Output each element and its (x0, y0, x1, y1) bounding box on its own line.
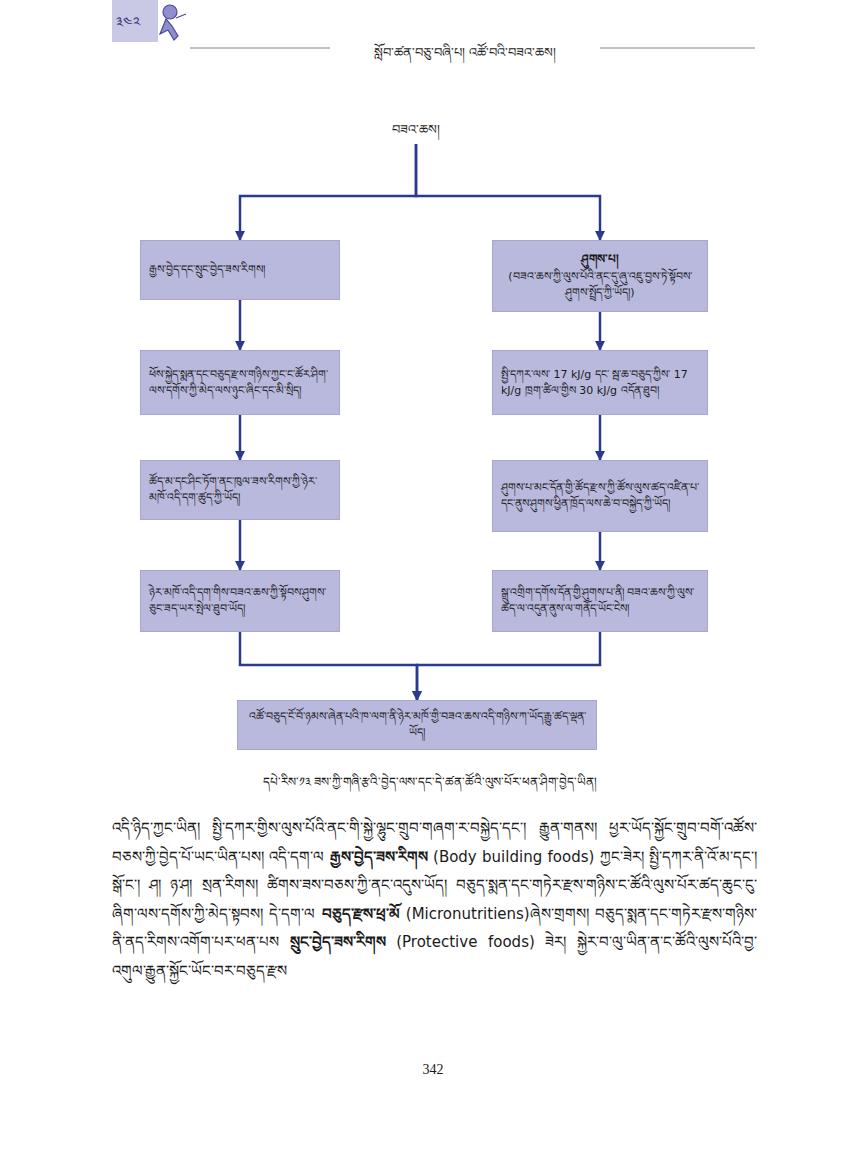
node-text: སྤྱི་དཀར་ལས་ 17 kJ/g དང་ སྦ་ཆ་བཅུད་ཀྱིས་… (501, 367, 699, 399)
key-term: སྲུང་བྱེད་ཟས་རིགས (290, 933, 386, 951)
node-text: ཤུགས་པ་མང་དོན་གྱི་ཚོད་རྫས་ཀྱི་ཚོས་ལུས་ཚད… (501, 480, 699, 512)
process-box: འཚོ་བཅུད་ངོ་བོ་ཉམས་ཞེན་པའི་ཁ་ལག་ནི་ཉེར་མ… (237, 700, 597, 750)
flow-arrow (599, 312, 602, 350)
process-box: ཉེར་མཁོ་འདི་དག་གིས་བཟའ་ཆས་ཀྱི་སྟོབས་ཤུགས… (140, 570, 340, 632)
header-rule (190, 48, 330, 49)
flow-arrow (599, 532, 602, 570)
process-box: སྒྲུ་འགྲིག་དགོས་དོན་གྱི་ཤུགས་པ་ནི། བཟའ་ཆ… (492, 570, 708, 632)
flow-arrow (599, 415, 602, 460)
process-box: ཚོད་མ་དང་ཤིང་ཏོག་ནང་ཁུལ་ཟས་རིགས་ཀྱི་ཉེར་… (140, 460, 340, 520)
flow-arrow (240, 144, 416, 240)
flow-arrow (240, 632, 417, 700)
node-text: ཉེར་མཁོ་འདི་དག་གིས་བཟའ་ཆས་ཀྱི་སྟོབས་ཤུགས… (149, 585, 331, 617)
node-text: རྒྱས་བྱེད་དང་སྲུང་བྱེད་ཟས་རིགས། (149, 262, 331, 278)
node-text: ཚོད་མ་དང་ཤིང་ཏོག་ནང་ཁུལ་ཟས་རིགས་ཀྱི་ཉེར་… (149, 474, 331, 506)
body-paragraph: འདི་ཉིད་ཀྱང་ཡིན། སྤྱི་དཀར་གྱིས་ལུས་པོའི་… (112, 814, 757, 985)
process-box: ཤུགས་པ་མང་དོན་གྱི་ཚོད་རྫས་ཀྱི་ཚོས་ལུས་ཚད… (492, 460, 708, 532)
flow-arrow (239, 415, 242, 460)
flow-arrow (239, 520, 242, 570)
running-header: སློབ་ཚན་བཅུ་བཞི་པ། འཚོ་བའི་བཟའ་ཆས། (335, 38, 595, 75)
process-box: ཕོས་སྐྱེད་སྨན་དང་བཅུད་རྫས་གཉིས་ཀྱང་ང་ཚོར… (140, 350, 340, 415)
node-text: ཕོས་སྐྱེད་སྨན་དང་བཅུད་རྫས་གཉིས་ཀྱང་ང་ཚོར… (149, 367, 331, 399)
page-number: 342 (410, 1062, 456, 1078)
node-text: ཤུགས་པ། (501, 251, 699, 268)
process-box: ཤུགས་པ།(བཟའ་ཆས་ཀྱི་ལུས་པོའི་ནང་དུ་ཞུ་འཇུ… (492, 240, 708, 312)
key-term: བཅུད་རྫས་ཕྲ་མོ (322, 905, 400, 923)
process-box: སྤྱི་དཀར་ལས་ 17 kJ/g དང་ སྦ་ཆ་བཅུད་ཀྱིས་… (492, 350, 708, 415)
cartoon-figure (160, 5, 186, 40)
flow-arrow (417, 632, 600, 700)
node-text: བཟའ་ཆས། (392, 121, 440, 140)
node-text: (བཟའ་ཆས་ཀྱི་ལུས་པོའི་ནང་དུ་ཞུ་འཇུ་བྱས་ཏེ… (501, 269, 699, 301)
root-label: བཟའ་ཆས། (360, 118, 472, 142)
node-text: འཚོ་བཅུད་ངོ་བོ་ཉམས་ཞེན་པའི་ཁ་ལག་ནི་ཉེར་མ… (246, 709, 588, 741)
page-number: ༣༤༢ (116, 6, 140, 46)
header-rule (600, 48, 755, 49)
process-box: རྒྱས་བྱེད་དང་སྲུང་བྱེད་ཟས་རིགས། (140, 240, 340, 300)
flow-arrow (239, 300, 242, 350)
figure-caption: དཔེ་རིས་༡༣ ཟས་ཀྱི་གཞི་རྩའི་བྱེད་ལས་དང་དེ… (150, 768, 710, 802)
key-term: རྒྱས་བྱེད་ཟས་རིགས (330, 848, 428, 866)
flow-arrow (416, 144, 600, 240)
node-text: སྒྲུ་འགྲིག་དགོས་དོན་གྱི་ཤུགས་པ་ནི། བཟའ་ཆ… (501, 585, 699, 617)
